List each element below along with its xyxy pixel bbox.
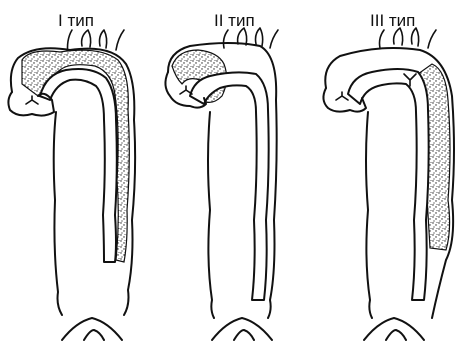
aorta-type-2: II тип (165, 11, 278, 340)
arch-branches-type-3 (380, 28, 437, 48)
label-type-1: I тип (58, 11, 94, 30)
bifurcation-type-3 (364, 318, 424, 340)
aorta-type-3: III тип (323, 11, 454, 340)
bifurcation-type-1 (62, 318, 122, 340)
true-lumen-type-3 (348, 69, 429, 300)
label-type-2: II тип (214, 11, 255, 30)
aortic-root-type-1 (8, 92, 54, 116)
bifurcation-type-2 (212, 318, 272, 340)
label-type-3: III тип (370, 11, 415, 30)
aorta-type-1: I тип (8, 11, 135, 340)
